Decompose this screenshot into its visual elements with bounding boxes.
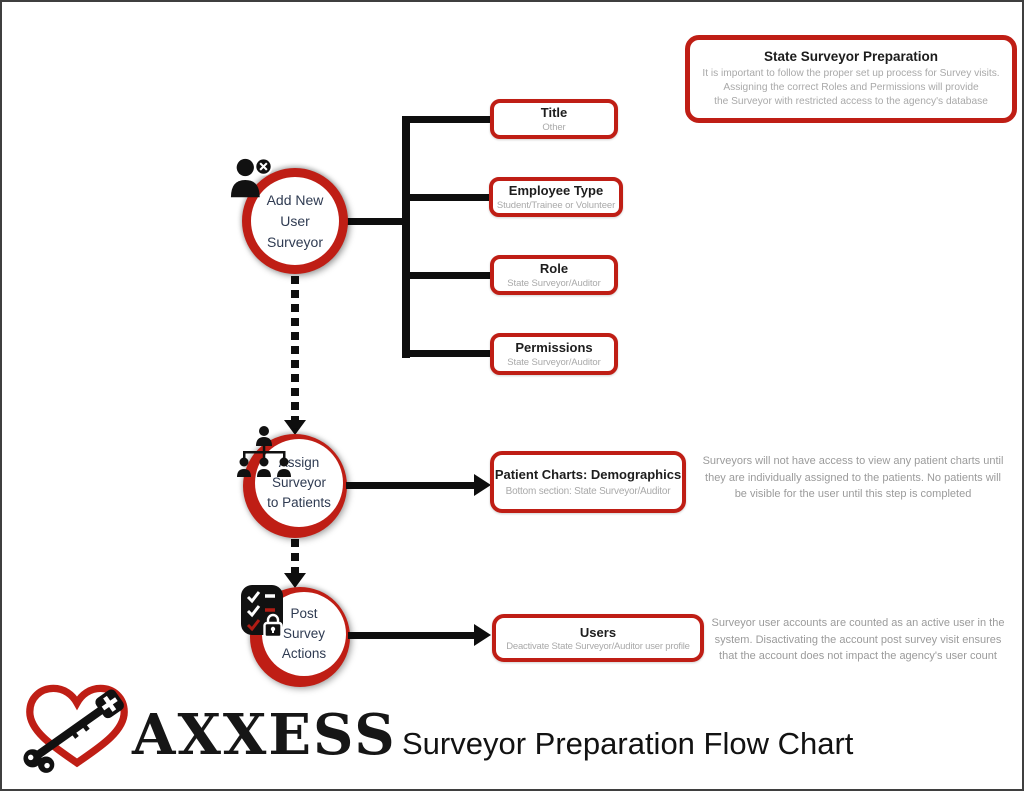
option-box-title-text: Role — [539, 261, 569, 277]
step-circle-label: Survey — [282, 625, 326, 641]
arrow-down-icon — [284, 420, 306, 435]
option-box-title-text: Permissions — [515, 340, 593, 356]
dotted-connector-step2-step3 — [291, 539, 299, 577]
box-patient-charts-demographics: Patient Charts: Demographics Bottom sect… — [490, 451, 686, 513]
connector-branch-title — [402, 116, 490, 123]
connector-step2-box — [346, 482, 476, 489]
option-box-subtitle-text: State Surveyor/Auditor — [507, 277, 601, 289]
step-circle-label: Add New User — [266, 191, 324, 229]
box-users: Users Deactivate State Surveyor/Auditor … — [492, 614, 704, 662]
brand-wordmark: AXXESS — [132, 702, 397, 768]
connector-branch-permissions — [402, 350, 490, 357]
arrow-right-icon — [474, 624, 491, 646]
info-box-line: the Surveyor with restricted access to t… — [714, 95, 988, 107]
step-circle-add-new-user-surveyor: Add New User Surveyor — [242, 168, 348, 274]
step-circle-label: Surveyor — [271, 474, 327, 490]
org-chart-icon — [236, 424, 292, 478]
axxess-heart-key-logo-icon — [18, 678, 136, 776]
option-box-employee-type: Employee Type Student/Trainee or Volunte… — [489, 177, 623, 217]
connector-circle1-trunk — [346, 218, 408, 225]
box-subtitle-text: Bottom section: State Surveyor/Auditor — [505, 486, 671, 497]
option-box-subtitle-text: Student/Trainee or Volunteer — [496, 199, 616, 211]
option-box-title: Title Other — [490, 99, 618, 139]
box-title-text: Users — [579, 624, 617, 640]
info-box-title: State Surveyor Preparation — [763, 49, 939, 65]
option-box-subtitle-text: Other — [542, 121, 566, 133]
connector-branch-employee-type — [402, 194, 490, 201]
info-box-line: Assigning the correct Roles and Permissi… — [723, 82, 979, 94]
info-box-state-surveyor-preparation: State Surveyor Preparation It is importa… — [685, 35, 1017, 123]
step-circle-label: to Patients — [267, 495, 331, 511]
checklist-lock-icon — [240, 584, 290, 640]
option-box-role: Role State Surveyor/Auditor — [490, 255, 618, 295]
step-circle-label: Assign — [278, 454, 320, 470]
box-title-text: Patient Charts: Demographics — [494, 467, 682, 482]
connector-branch-role — [402, 272, 490, 279]
option-box-title-text: Title — [540, 105, 568, 121]
step-circle-label: Surveyor — [266, 233, 324, 250]
box-subtitle-text: Deactivate State Surveyor/Auditor user p… — [506, 640, 690, 652]
step-circle-label: Post — [290, 605, 318, 621]
arrow-right-icon — [474, 474, 491, 496]
option-box-title-text: Employee Type — [508, 183, 604, 199]
step-circle-label: Actions — [281, 646, 327, 662]
note-step3: Surveyor user accounts are counted as an… — [711, 617, 1005, 662]
add-user-icon — [229, 156, 275, 202]
connector-step3-box — [348, 632, 476, 639]
arrow-down-icon — [284, 573, 306, 588]
dotted-connector-step1-step2 — [291, 276, 299, 422]
info-box-line: It is important to follow the proper set… — [702, 68, 1000, 80]
note-step2: Surveyors will not have access to view a… — [702, 455, 1004, 500]
option-box-permissions: Permissions State Surveyor/Auditor — [490, 333, 618, 375]
connector-trunk — [402, 116, 410, 358]
page-title: Surveyor Preparation Flow Chart — [402, 726, 854, 761]
option-box-subtitle-text: State Surveyor/Auditor — [507, 356, 601, 368]
